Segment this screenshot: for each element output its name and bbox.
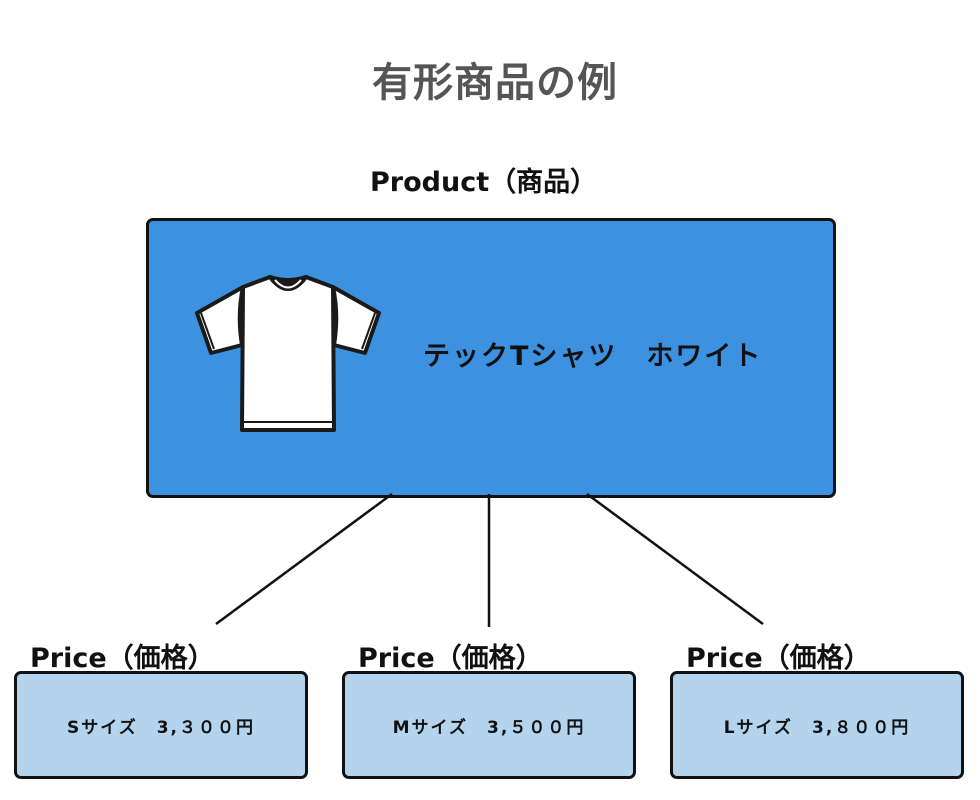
price-label-l: Price（価格）	[686, 643, 871, 674]
price-box-m: Mサイズ 3,５００円	[342, 671, 636, 779]
price-text-s: Sサイズ 3,３００円	[66, 717, 256, 738]
product-label: Product（商品）	[370, 167, 598, 198]
price-box-l: Lサイズ 3,８００円	[670, 671, 964, 779]
price-label-s: Price（価格）	[30, 643, 215, 674]
product-name: テックTシャツ ホワイト	[423, 341, 763, 372]
price-label-m: Price（価格）	[358, 643, 543, 674]
product-box: テックTシャツ ホワイト	[146, 218, 836, 498]
price-text-l: Lサイズ 3,８００円	[723, 717, 911, 738]
connector-line-l	[586, 492, 764, 626]
t-shirt-icon	[195, 275, 381, 432]
connector-line-s	[215, 492, 393, 626]
price-box-s: Sサイズ 3,３００円	[14, 671, 308, 779]
price-text-m: Mサイズ 3,５００円	[392, 717, 586, 738]
page-title: 有形商品の例	[372, 60, 618, 106]
